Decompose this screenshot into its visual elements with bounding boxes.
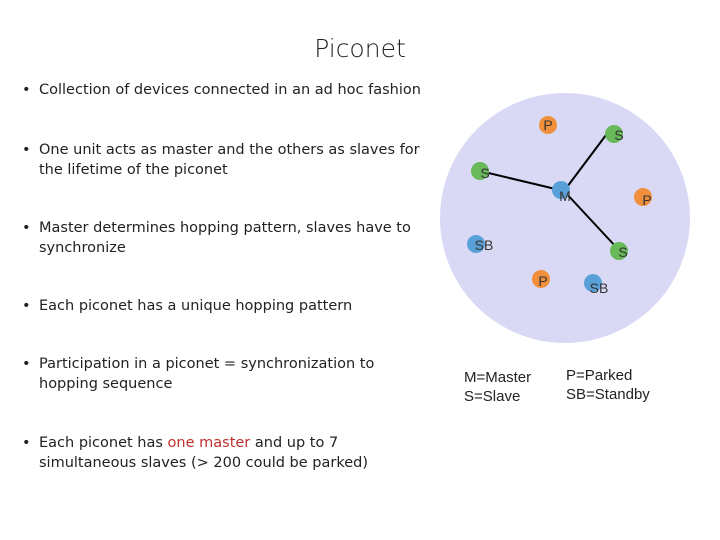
node-slave-2-dot [471, 162, 489, 180]
node-parked-2: P [634, 188, 652, 208]
node-parked-1-label: P [543, 117, 552, 133]
bullet-text-post: and up to 7 simultaneous slaves (> 200 c… [39, 435, 368, 471]
bullet-text: Participation in a piconet = synchroniza… [39, 356, 375, 392]
bullet-dot: • [22, 142, 31, 158]
node-standby-1-label: SB [475, 237, 494, 253]
bullet-item: • Each piconet has one master and up to 7… [22, 433, 432, 473]
node-parked-3: P [532, 270, 550, 289]
node-master: M [552, 181, 571, 204]
bullet-item: • One unit acts as master and the others … [22, 140, 432, 180]
node-slave-1: S [605, 125, 624, 143]
bullet-text: Each piconet has a unique hopping patter… [39, 298, 353, 314]
link-master-slave-1 [563, 130, 610, 192]
node-standby-2-dot [584, 274, 602, 292]
node-standby-2: SB [584, 274, 608, 296]
node-standby-1: SB [467, 235, 493, 253]
bullet-text: Collection of devices connected in an ad… [39, 82, 421, 98]
node-parked-2-label: P [642, 192, 651, 208]
node-parked-1-dot [539, 116, 557, 134]
bullet-text: One unit acts as master and the others a… [39, 142, 420, 178]
node-slave-3-dot [610, 242, 628, 260]
node-slave-1-dot [605, 125, 623, 143]
legend-parked-standby: P=Parked SB=Standby [566, 367, 650, 403]
node-slave-1-label: S [614, 127, 623, 143]
node-parked-2-dot [634, 188, 652, 206]
node-parked-3-dot [532, 270, 550, 288]
node-master-label: M [559, 188, 571, 204]
node-slave-3: S [610, 242, 628, 260]
slide-title: Piconet [314, 34, 406, 63]
piconet-area [440, 93, 690, 343]
node-master-dot [552, 181, 570, 199]
bullet-item: • Collection of devices connected in an a… [22, 80, 432, 100]
bullet-dot: • [22, 356, 31, 372]
link-master-slave-3 [563, 190, 618, 249]
bullet-item: • Participation in a piconet = synchroniz… [22, 354, 432, 394]
legend-master-slave: M=Master S=Slave [464, 369, 532, 405]
bullet-dot: • [22, 220, 31, 236]
bullet-text: Master determines hopping pattern, slave… [39, 220, 411, 256]
bullet-item: • Master determines hopping pattern, slav… [22, 218, 432, 258]
node-slave-2: S [471, 162, 490, 181]
node-slave-3-label: S [618, 244, 627, 260]
bullet-dot: • [22, 435, 31, 451]
bullet-dot: • [22, 298, 31, 314]
node-slave-2-label: S [480, 165, 489, 181]
link-master-slave-2 [479, 170, 565, 192]
node-parked-1: P [539, 116, 557, 134]
node-standby-1-dot [467, 235, 485, 253]
node-parked-3-label: P [538, 273, 547, 289]
bullet-item: • Each piconet has a unique hopping patte… [22, 296, 432, 316]
node-standby-2-label: SB [590, 280, 609, 296]
bullet-text-pre: Each piconet has [39, 435, 168, 451]
bullet-dot: • [22, 82, 31, 98]
bullet-highlight: one master [167, 435, 251, 451]
